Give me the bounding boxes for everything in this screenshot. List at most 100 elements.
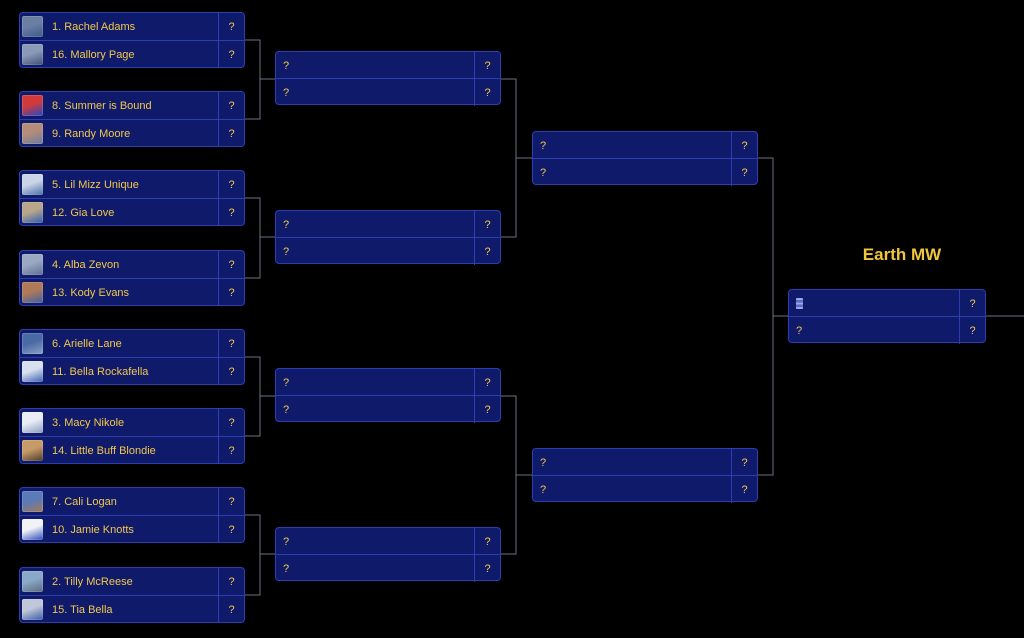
wrestler-avatar: [22, 95, 43, 116]
score-cell: ?: [959, 290, 985, 317]
score-cell: ?: [218, 437, 244, 464]
match-slot-bottom[interactable]: ? ?: [789, 316, 985, 344]
final-match[interactable]: ? ? ?: [788, 289, 986, 344]
match-slot-top[interactable]: ? ?: [276, 211, 500, 238]
wrestler-avatar: [22, 282, 43, 303]
round1-match-1[interactable]: 1. Rachel Adams ? 16. Mallory Page ?: [19, 12, 245, 68]
wrestler-name: ?: [283, 376, 290, 389]
wrestler-name: 14. Little Buff Blondie: [52, 444, 156, 457]
match-slot-top[interactable]: ? ?: [276, 369, 500, 396]
wrestler-avatar: [22, 440, 43, 461]
score-cell: ?: [731, 476, 757, 503]
wrestler-name: ?: [796, 324, 803, 337]
round1-match-4[interactable]: 4. Alba Zevon ? 13. Kody Evans ?: [19, 250, 245, 306]
wrestler-name: 2. Tilly McReese: [52, 575, 133, 588]
wrestler-avatar: [22, 174, 43, 195]
match-slot-top[interactable]: ?: [789, 290, 985, 317]
round2-match-3[interactable]: ? ? ? ?: [275, 368, 501, 423]
match-slot-bottom[interactable]: ? ?: [276, 78, 500, 106]
wrestler-name: 13. Kody Evans: [52, 286, 130, 299]
wrestler-name: 11. Bella Rockafella: [52, 365, 149, 378]
wrestler-name: 12. Gia Love: [52, 206, 115, 219]
score-cell: ?: [218, 13, 244, 40]
match-slot-bottom[interactable]: 16. Mallory Page ?: [20, 40, 244, 68]
round2-match-2[interactable]: ? ? ? ?: [275, 210, 501, 265]
wrestler-name: ?: [540, 139, 547, 152]
wrestler-name: 5. Lil Mizz Unique: [52, 178, 139, 191]
score-cell: ?: [474, 238, 500, 265]
wrestler-name: 4. Alba Zevon: [52, 258, 120, 271]
wrestler-avatar: [22, 44, 43, 65]
wrestler-name: ?: [540, 456, 547, 469]
score-cell: ?: [474, 79, 500, 106]
match-slot-bottom[interactable]: 13. Kody Evans ?: [20, 278, 244, 306]
match-slot-top[interactable]: 2. Tilly McReese ?: [20, 568, 244, 595]
score-cell: ?: [474, 52, 500, 79]
wrestler-name: ?: [283, 535, 290, 548]
match-slot-bottom[interactable]: ? ?: [276, 395, 500, 423]
score-cell: ?: [218, 199, 244, 226]
match-slot-bottom[interactable]: 10. Jamie Knotts ?: [20, 515, 244, 543]
bracket-title: Earth MW: [862, 245, 942, 264]
score-cell: ?: [218, 171, 244, 198]
score-cell: ?: [731, 159, 757, 186]
match-slot-bottom[interactable]: ? ?: [276, 554, 500, 582]
wrestler-name: ?: [283, 403, 290, 416]
match-slot-bottom[interactable]: ? ?: [533, 158, 757, 186]
wrestler-avatar: [22, 123, 43, 144]
match-slot-bottom[interactable]: 12. Gia Love ?: [20, 198, 244, 226]
wrestler-avatar: [22, 333, 43, 354]
match-slot-top[interactable]: 3. Macy Nikole ?: [20, 409, 244, 436]
wrestler-avatar: [22, 202, 43, 223]
score-cell: ?: [218, 251, 244, 278]
score-cell: ?: [218, 516, 244, 543]
score-cell: ?: [218, 41, 244, 68]
match-slot-bottom[interactable]: 11. Bella Rockafella ?: [20, 357, 244, 385]
match-slot-top[interactable]: 7. Cali Logan ?: [20, 488, 244, 515]
match-slot-bottom[interactable]: ? ?: [533, 475, 757, 503]
wrestler-name: 6. Arielle Lane: [52, 337, 122, 350]
match-slot-top[interactable]: 6. Arielle Lane ?: [20, 330, 244, 357]
match-slot-top[interactable]: ? ?: [533, 132, 757, 159]
wrestler-name: 1. Rachel Adams: [52, 20, 136, 33]
wrestler-avatar: [22, 16, 43, 37]
round1-match-8[interactable]: 2. Tilly McReese ? 15. Tia Bella ?: [19, 567, 245, 623]
match-slot-top[interactable]: 5. Lil Mizz Unique ?: [20, 171, 244, 198]
match-slot-top[interactable]: 4. Alba Zevon ?: [20, 251, 244, 278]
score-cell: ?: [218, 488, 244, 515]
round2-match-4[interactable]: ? ? ? ?: [275, 527, 501, 582]
wrestler-avatar: [22, 571, 43, 592]
match-slot-top[interactable]: 8. Summer is Bound ?: [20, 92, 244, 119]
score-cell: ?: [474, 528, 500, 555]
wrestler-name: 7. Cali Logan: [52, 495, 117, 508]
score-cell: ?: [218, 409, 244, 436]
match-slot-top[interactable]: ? ?: [276, 52, 500, 79]
wrestler-name: ?: [283, 86, 290, 99]
round1-match-7[interactable]: 7. Cali Logan ? 10. Jamie Knotts ?: [19, 487, 245, 543]
round1-match-5[interactable]: 6. Arielle Lane ? 11. Bella Rockafella ?: [19, 329, 245, 385]
wrestler-name: 15. Tia Bella: [52, 603, 113, 616]
match-slot-bottom[interactable]: 9. Randy Moore ?: [20, 119, 244, 147]
score-cell: ?: [218, 92, 244, 119]
wrestler-avatar: [22, 412, 43, 433]
round2-match-1[interactable]: ? ? ? ?: [275, 51, 501, 106]
match-slot-bottom[interactable]: ? ?: [276, 237, 500, 265]
round1-match-6[interactable]: 3. Macy Nikole ? 14. Little Buff Blondie…: [19, 408, 245, 464]
score-cell: ?: [218, 120, 244, 147]
round1-match-2[interactable]: 8. Summer is Bound ? 9. Randy Moore ?: [19, 91, 245, 147]
wrestler-avatar: [22, 491, 43, 512]
wrestler-name: 8. Summer is Bound: [52, 99, 152, 112]
wrestler-name: ?: [283, 562, 290, 575]
match-slot-top[interactable]: 1. Rachel Adams ?: [20, 13, 244, 40]
score-cell: ?: [218, 358, 244, 385]
score-cell: ?: [218, 330, 244, 357]
match-slot-bottom[interactable]: 15. Tia Bella ?: [20, 595, 244, 623]
match-slot-top[interactable]: ? ?: [276, 528, 500, 555]
match-slot-bottom[interactable]: 14. Little Buff Blondie ?: [20, 436, 244, 464]
wrestler-name: ?: [540, 166, 547, 179]
round3-match-2[interactable]: ? ? ? ?: [532, 448, 758, 503]
match-slot-top[interactable]: ? ?: [533, 449, 757, 476]
round3-match-1[interactable]: ? ? ? ?: [532, 131, 758, 186]
round1-match-3[interactable]: 5. Lil Mizz Unique ? 12. Gia Love ?: [19, 170, 245, 226]
